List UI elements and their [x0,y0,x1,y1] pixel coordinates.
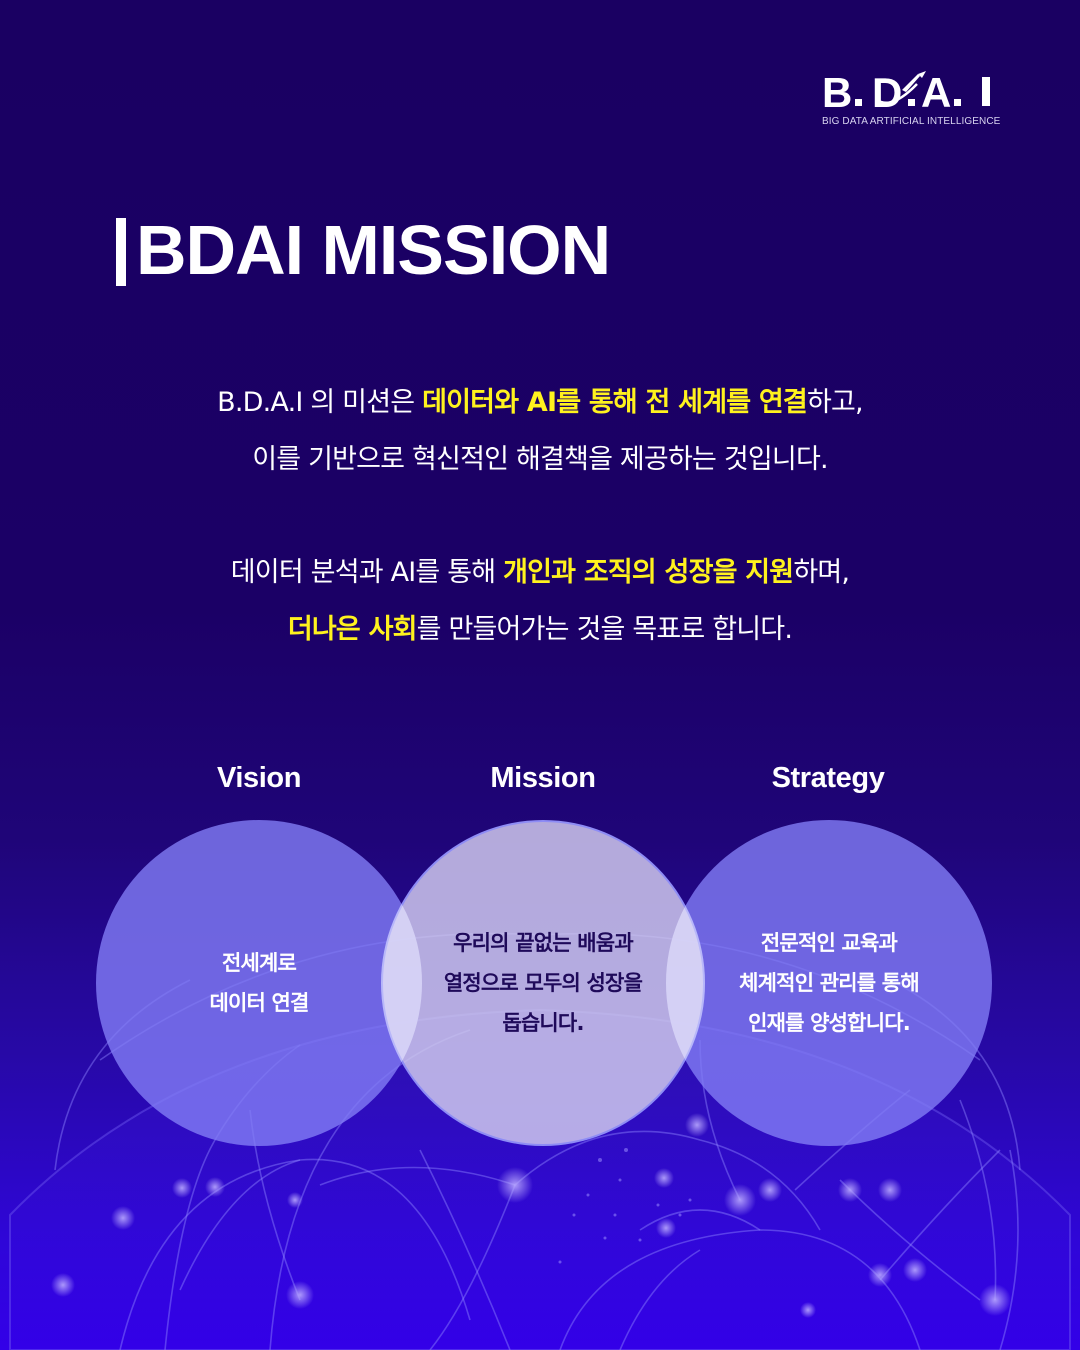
strategy-text: 전문적인 교육과 체계적인 관리를 통해 인재를 양성합니다. [739,931,920,1035]
svg-text:B: B [822,70,855,110]
svg-text:A: A [921,70,954,110]
svg-text:D: D [872,70,905,110]
highlight-text: 개인과 조직의 성장을 지원 [503,557,794,588]
mission-text: 우리의 끝없는 배움과 열정으로 모두의 성장을 돕습니다. [443,931,643,1035]
paragraph-2-line-2: 더나은 사회를 만들어가는 것을 목표로 합니다. [0,601,1080,658]
page-title: BDAI MISSION [116,210,611,290]
rocket-icon: B D A [822,70,990,110]
mission-paragraph-2: 데이터 분석과 AI를 통해 개인과 조직의 성장을 지원하며, 더나은 사회를… [0,544,1080,658]
mission-paragraph-1: B.D.A.I 의 미션은 데이터와 AI를 통해 전 세계를 연결하고, 이를… [0,374,1080,488]
pillar-label-strategy: Strategy [771,762,885,794]
text: 하고, [806,387,864,418]
text: 를 만들어가는 것을 목표로 합니다. [416,614,793,645]
paragraph-1-line-1: B.D.A.I 의 미션은 데이터와 AI를 통해 전 세계를 연결하고, [0,374,1080,431]
logo-mark: B D A [822,70,1002,110]
vision-circle: 전세계로 데이터 연결 [96,820,422,1146]
title-accent-bar [116,218,126,286]
pillar-label-mission: Mission [490,762,596,794]
paragraph-1-line-2: 이를 기반으로 혁신적인 해결책을 제공하는 것입니다. [252,444,828,475]
highlight-text: 더나은 사회 [287,614,418,645]
mission-circle: 우리의 끝없는 배움과 열정으로 모두의 성장을 돕습니다. [381,820,705,1146]
bdai-logo: B D A BIG DATA ARTIFICIAL INTELLIGENCE [822,70,1002,127]
pillar-label-vision: Vision [216,762,302,794]
text: 데이터 분석과 AI를 통해 [230,557,504,588]
text: B.D.A.I 의 미션은 [217,387,423,418]
vision-text: 전세계로 데이터 연결 [209,951,309,1015]
logo-subtitle: BIG DATA ARTIFICIAL INTELLIGENCE [822,116,1001,127]
strategy-circle: 전문적인 교육과 체계적인 관리를 통해 인재를 양성합니다. [666,820,992,1146]
highlight-text: 데이터와 AI를 통해 전 세계를 연결 [422,387,808,418]
page-title-text: BDAI MISSION [136,211,611,289]
paragraph-2-line-1: 데이터 분석과 AI를 통해 개인과 조직의 성장을 지원하며, [0,544,1080,601]
text: 하며, [793,557,850,588]
